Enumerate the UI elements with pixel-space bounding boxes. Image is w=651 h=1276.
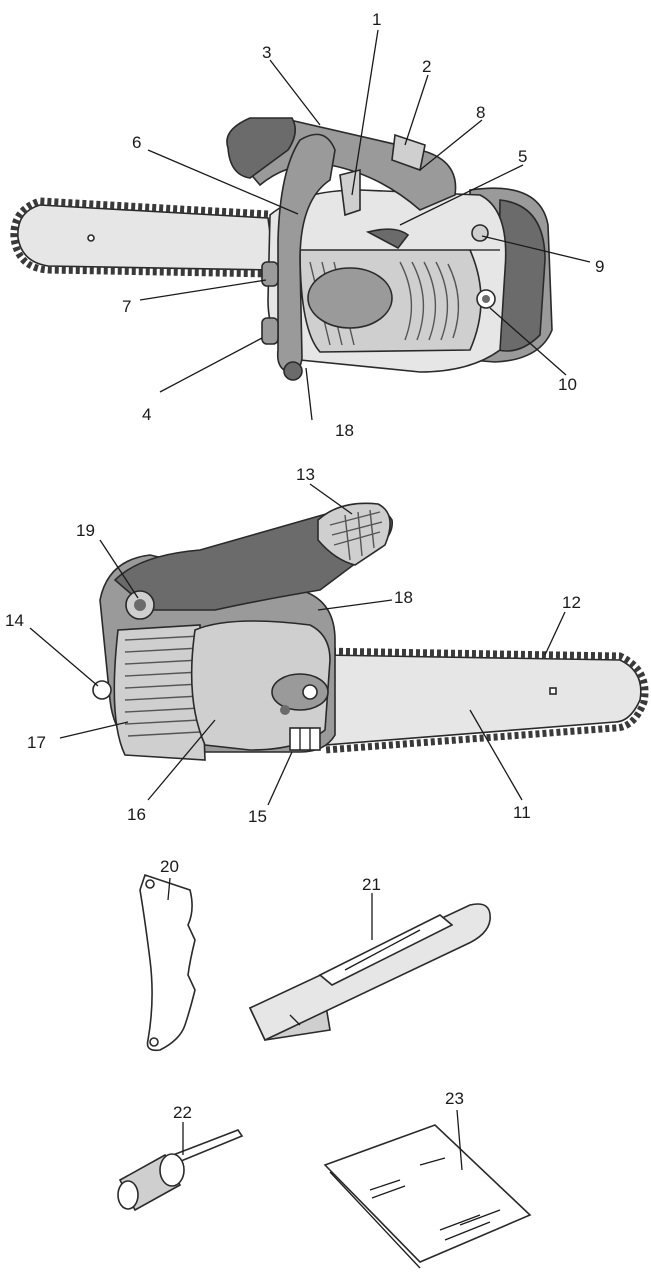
throttle-lock (365, 228, 410, 250)
callout-1: 1 (372, 10, 381, 29)
callout-17: 17 (27, 733, 46, 752)
guide-bar-cover (248, 903, 491, 1042)
callout-10: 10 (558, 375, 577, 394)
callout-15: 15 (248, 807, 267, 826)
bumper-spike (139, 873, 196, 1052)
guide-bar-top (10, 197, 276, 278)
starter-housing-recess (307, 267, 393, 329)
leader-lines (29, 29, 591, 1171)
instruction-manual (323, 1124, 532, 1269)
callout-11: 11 (513, 803, 531, 822)
callout-14: 14 (5, 611, 24, 630)
callout-7: 7 (122, 297, 131, 316)
throttle-trigger (339, 168, 361, 217)
callout-21: 21 (362, 875, 381, 894)
callout-13: 13 (296, 465, 315, 484)
callout-5: 5 (518, 147, 527, 166)
choke-knob (471, 224, 489, 242)
callout-labels: 1 2 3 4 5 6 7 8 9 10 11 12 13 14 15 16 1… (5, 10, 604, 1122)
callout-18b: 18 (394, 588, 413, 607)
callout-12: 12 (562, 593, 581, 612)
callout-23: 23 (445, 1089, 464, 1108)
callout-8: 8 (476, 103, 485, 122)
cylinder-cover (113, 624, 206, 761)
front-hand-guard (226, 117, 296, 179)
sprocket-cover (190, 620, 331, 751)
chain-brake-lever-upper (261, 261, 279, 287)
callout-2: 2 (422, 57, 431, 76)
callout-6: 6 (132, 133, 141, 152)
rear-grip-texture (317, 502, 391, 566)
chainsaw-view-right (92, 502, 649, 761)
callout-18a: 18 (335, 421, 354, 440)
chainsaw-view-left (10, 117, 553, 381)
callout-9: 9 (595, 257, 604, 276)
callout-19: 19 (76, 521, 95, 540)
guide-bar-bottom (317, 647, 649, 754)
callout-16: 16 (127, 805, 146, 824)
callout-3: 3 (262, 43, 271, 62)
callout-22: 22 (173, 1103, 192, 1122)
chain-tensioner (302, 684, 318, 700)
callout-4: 4 (142, 405, 151, 424)
spanner-tool (117, 1129, 244, 1212)
callout-20: 20 (160, 857, 179, 876)
chain-brake-lever-lower (261, 317, 279, 345)
